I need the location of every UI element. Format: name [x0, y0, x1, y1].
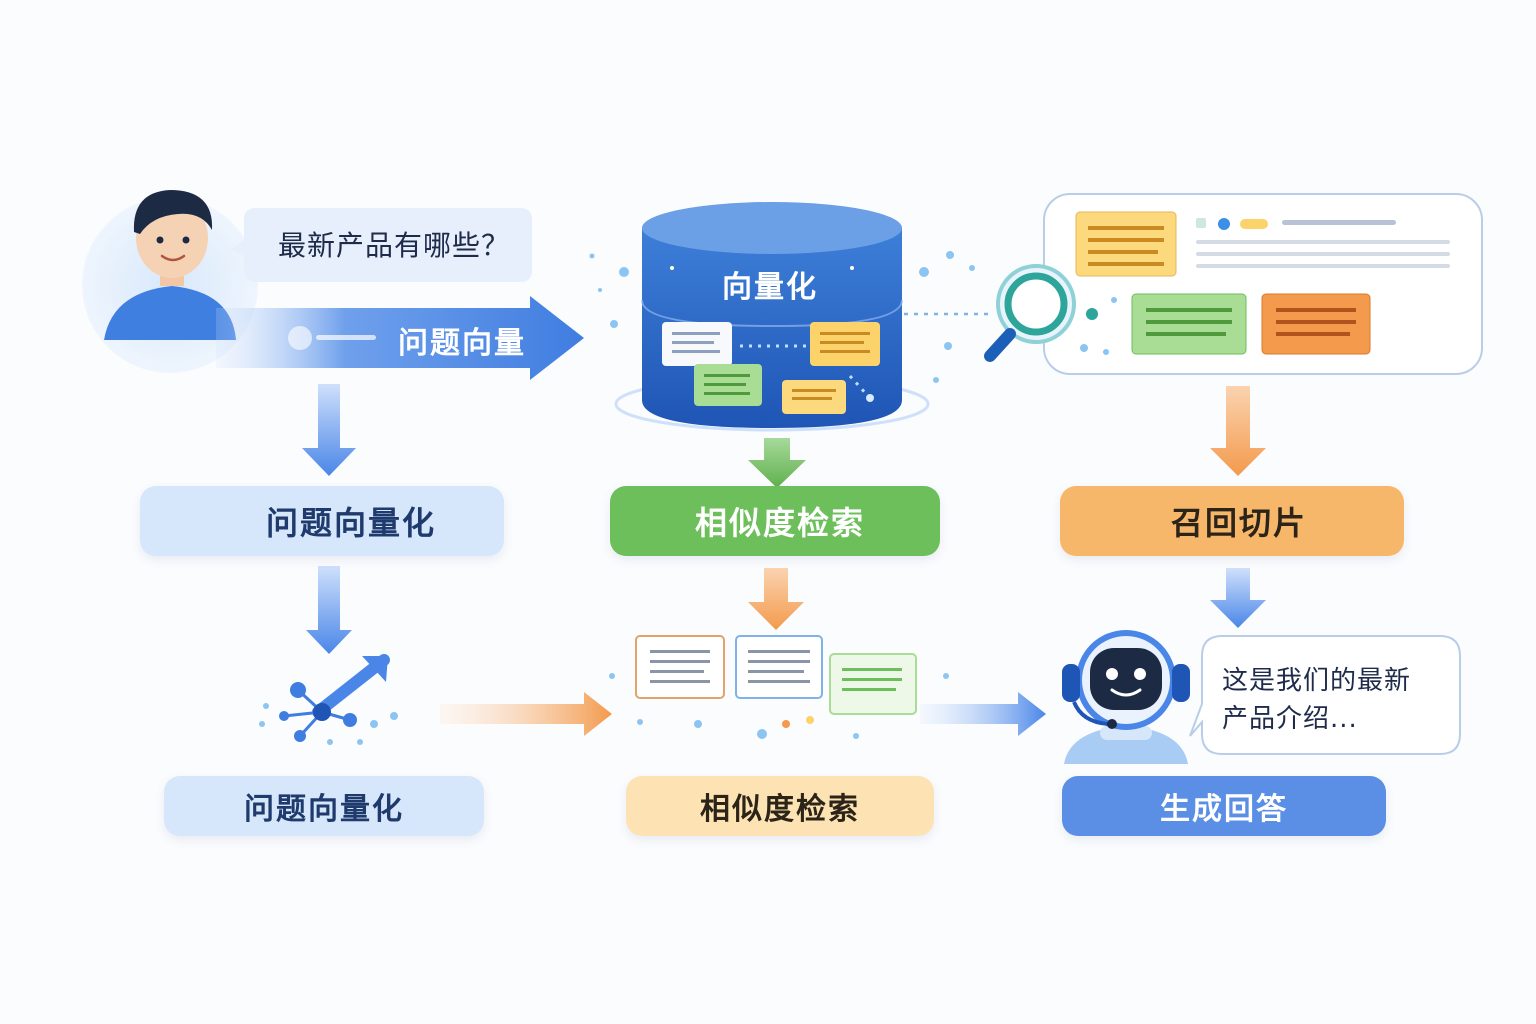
user-speech-bubble: [230, 208, 532, 282]
generate-answer-pill[interactable]: 生成回答: [1062, 776, 1386, 836]
magnifier-icon: [984, 264, 1117, 362]
step-similarity-pill-2[interactable]: 相似度检索: [626, 776, 934, 836]
result-docs: [609, 635, 949, 739]
step-vectorize-pill-2[interactable]: 问题向量化: [164, 776, 484, 836]
user-avatar: [82, 190, 258, 373]
question-vector-arrow: [216, 296, 584, 380]
arrow-right-1: [440, 692, 612, 736]
step-similarity-pill[interactable]: 相似度检索: [610, 486, 940, 556]
arrow-down-1: [302, 384, 356, 476]
step-vectorize-pill[interactable]: 问题向量化: [140, 486, 504, 556]
arrow-down-4: [306, 566, 352, 654]
decorative-dots: [589, 251, 975, 383]
arrow-down-6: [1210, 568, 1266, 628]
bot-answer-line2: 产品介绍...: [1222, 704, 1358, 734]
database-label: 向量化: [722, 270, 818, 305]
vector-network-icon: [259, 654, 398, 745]
vector-database: [614, 202, 930, 432]
generate-answer-label: 生成回答: [1160, 792, 1288, 827]
step-recall-pill[interactable]: 召回切片: [1060, 486, 1404, 556]
step-recall-label: 召回切片: [1170, 504, 1307, 542]
arrow-right-2: [920, 692, 1046, 736]
arrow-down-3: [1210, 386, 1266, 476]
robot-avatar: [1062, 630, 1190, 764]
step-vectorize-label-2: 问题向量化: [244, 792, 404, 827]
step-similarity-label-2: 相似度检索: [700, 792, 860, 827]
arrow-down-2: [748, 438, 806, 488]
step-vectorize-label: 问题向量化: [265, 504, 436, 542]
step-similarity-label: 相似度检索: [694, 504, 865, 542]
user-question: 最新产品有哪些？: [278, 229, 511, 262]
bot-answer-line1: 这是我们的最新: [1222, 666, 1412, 696]
arrow-down-5: [748, 568, 804, 630]
question-vector-label: 问题向量: [398, 326, 526, 361]
retrieved-docs-panel: [1043, 193, 1483, 375]
bot-speech-bubble: [1189, 635, 1461, 755]
